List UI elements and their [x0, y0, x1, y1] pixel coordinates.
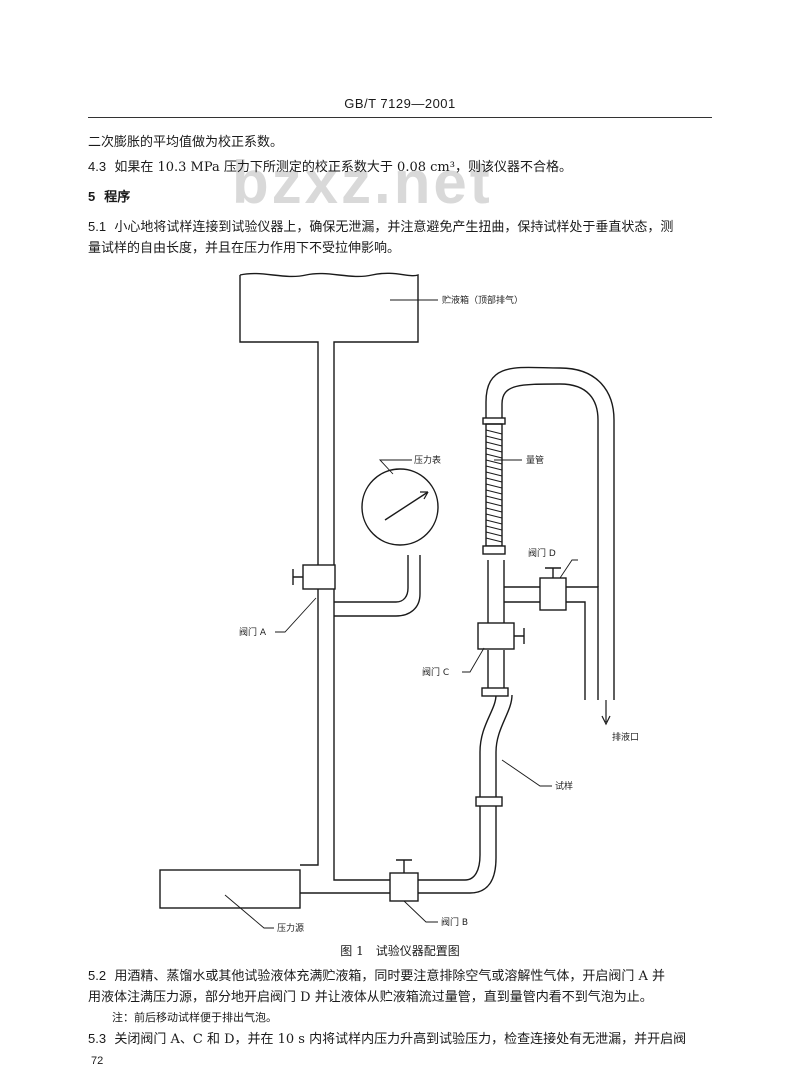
label-reservoir: 贮液箱（顶部排气）: [442, 294, 523, 306]
label-valve-d: 阀门 D: [528, 547, 556, 559]
section-text: 用酒精、蒸馏水或其他试验液体充满贮液箱，同时要注意排除空气或溶解性气体，开启阀门…: [114, 969, 665, 984]
section-text: 小心地将试样连接到试验仪器上，确保无泄漏，并注意避免产生扭曲，保持试样处于垂直状…: [114, 220, 674, 235]
paragraph-line: 二次膨胀的平均值做为校正系数。: [88, 135, 284, 150]
watermark: bzxz.net: [232, 149, 493, 216]
reservoir-tank-left: [239, 275, 319, 866]
figure-caption: 图 1 试验仪器配置图: [340, 944, 460, 958]
section-5-1-cont: 量试样的自由长度，并且在压力作用下不受拉伸影响。: [88, 241, 401, 256]
valve-b-body: [389, 872, 419, 902]
valve-b-handle: [396, 859, 412, 873]
label-valve-a: 阀门 A: [239, 626, 267, 638]
valve-a-handle: [292, 569, 303, 585]
section-text: 关闭阀门 A、C 和 D，并在 10 s 内将试样内压力升高到试验压力，检查连接…: [114, 1032, 687, 1047]
label-drain: 排液口: [612, 731, 639, 743]
label-specimen: 试样: [555, 780, 573, 792]
pressure-gauge: [361, 468, 439, 546]
specimen-connector-top: [481, 687, 509, 697]
drain-arrow: [601, 715, 611, 726]
valve-c-body: [477, 622, 515, 650]
section-number: 4.3: [88, 159, 107, 174]
header-rule: [88, 117, 712, 118]
overflow-loop-outer: [485, 366, 615, 700]
valve-d-handle: [545, 567, 561, 578]
section-title: 程序: [104, 190, 131, 205]
section-number: 5.3: [88, 1031, 107, 1046]
label-gauge: 压力表: [414, 454, 441, 466]
label-pressure-source: 压力源: [277, 922, 304, 934]
valve-d-body: [539, 577, 567, 611]
section-5-heading: 5 程序: [88, 188, 130, 207]
specimen-hose-left: [479, 694, 497, 797]
section-5-2: 5.2 用酒精、蒸馏水或其他试验液体充满贮液箱，同时要注意排除空气或溶解性气体，…: [88, 967, 665, 986]
pressure-source-box: [159, 869, 301, 909]
label-valve-b: 阀门 B: [441, 916, 468, 928]
section-4-3: 4.3 如果在 10.3 MPa 压力下所测定的校正系数大于 0.08 cm³，…: [88, 158, 572, 177]
section-5-1: 5.1 小心地将试样连接到试验仪器上，确保无泄漏，并注意避免产生扭曲，保持试样处…: [88, 218, 673, 237]
specimen-connector-bottom: [475, 796, 503, 807]
section-number: 5: [88, 189, 96, 204]
specimen-hose-right: [495, 694, 513, 797]
section-5-3: 5.3 关闭阀门 A、C 和 D，并在 10 s 内将试样内压力升高到试验压力，…: [88, 1030, 686, 1049]
standard-code-header: GB/T 7129—2001: [344, 96, 456, 111]
valve-a-body: [302, 564, 336, 590]
section-5-2-cont: 用液体注满压力源，部分地开启阀门 D 并让液体从贮液箱流过量管，直到量管内看不到…: [88, 990, 653, 1005]
note: 注：前后移动试样便于排出气泡。: [112, 1011, 277, 1024]
section-number: 5.2: [88, 968, 107, 983]
gauge-needle: [384, 491, 429, 521]
label-valve-c: 阀门 C: [422, 666, 449, 678]
page-number: 72: [91, 1055, 104, 1067]
section-number: 5.1: [88, 219, 107, 234]
burette-tube: [482, 417, 506, 555]
valve-c-handle: [514, 628, 525, 644]
reservoir-tank-outline: [239, 272, 419, 881]
label-burette: 量管: [526, 454, 544, 466]
section-text: 如果在 10.3 MPa 压力下所测定的校正系数大于 0.08 cm³，则该仪器…: [114, 160, 572, 175]
